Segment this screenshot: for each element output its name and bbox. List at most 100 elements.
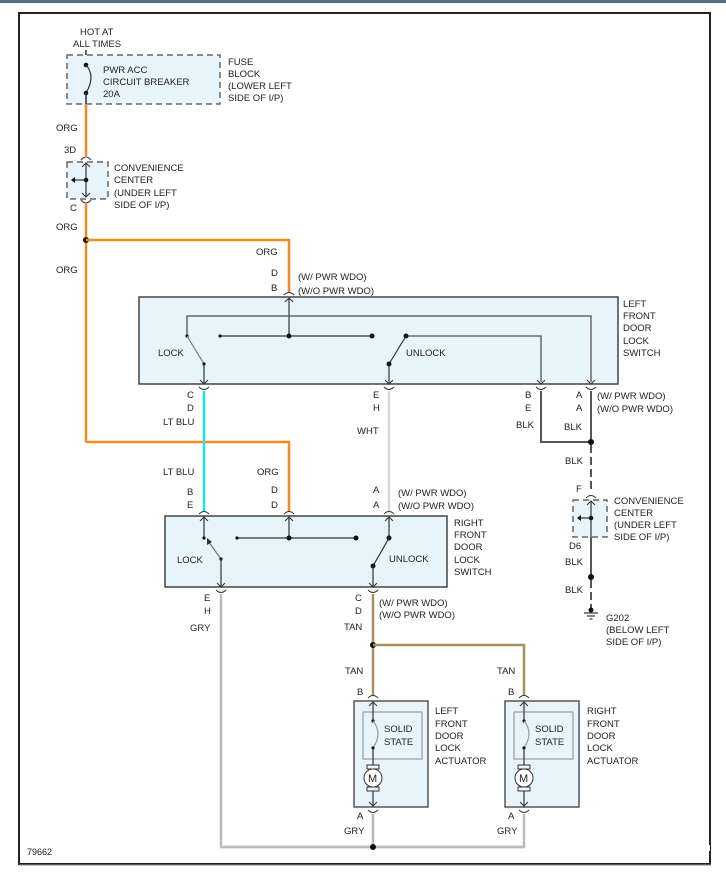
conv-bottom-name-1: CONVENIENCE (614, 496, 684, 507)
fuse-inner-1: PWR ACC (103, 65, 147, 76)
ground-label-1: G202 (606, 613, 629, 624)
ra-pin-bottom: A (508, 811, 515, 822)
wire-label-blk-1: BLK (516, 420, 535, 431)
la-name-1: LEFT (435, 706, 458, 717)
connector-rs-unlock-out (367, 589, 379, 593)
wire-org-to-right-switch (86, 440, 291, 512)
conv-bottom-name-3: (UNDER LEFT (614, 520, 677, 531)
la-solid-state-icon (372, 720, 379, 749)
ls-gnd2-pin-2: A (576, 403, 583, 414)
fuse-outer-4: SIDE OF I/P) (228, 93, 283, 104)
rs-unlock-out-note-2: (W/O PWR WDO) (379, 610, 455, 621)
wire-label-tan-3: TAN (497, 666, 515, 677)
connector-ra-top (518, 695, 530, 699)
wire-blk-gnd1 (540, 391, 591, 443)
rs-unlock-in-arrow-icon (384, 516, 394, 522)
ls-gnd2-note-1: (W/ PWR WDO) (597, 391, 666, 402)
ls-name-3: DOOR (623, 323, 652, 334)
la-inner-1: SOLID (384, 724, 413, 735)
connector-ls-gnd2 (585, 386, 597, 390)
rs-unlock-out-pin-2: D (355, 606, 362, 617)
ls-lock-arrow-icon (199, 379, 209, 385)
connector-rs-lock-out (215, 589, 227, 593)
conv-bottom-pin-in: F (576, 484, 582, 495)
conv-bottom-branch-arrow-icon (577, 515, 581, 521)
fuse-outer-3: (LOWER LEFT (228, 81, 292, 92)
la-name-4: LOCK (435, 743, 462, 754)
la-name-2: FRONT (435, 719, 468, 730)
ra-inner-2: STATE (535, 737, 564, 748)
rs-lock-contact (202, 536, 206, 540)
rs-lock-in-pin-1: B (187, 487, 193, 498)
wire-label-wht: WHT (357, 426, 379, 437)
left-front-door-lock-switch (138, 296, 619, 385)
rs-unlock-label: UNLOCK (389, 554, 429, 565)
rs-unlock-contact (353, 535, 359, 541)
rs-pwr-arrow-icon (284, 516, 294, 522)
wire-gry-bus (221, 814, 526, 849)
conv-top-arrow-down-icon (81, 192, 91, 198)
conv-bottom-pin-out: D6 (569, 541, 581, 552)
la-name-3: DOOR (435, 731, 464, 742)
ls-unlock-pin-2: H (373, 403, 380, 414)
ls-lock-label: LOCK (158, 348, 185, 359)
wire-label-blk-3: BLK (565, 456, 584, 467)
diagram-id: 79662 (27, 847, 52, 857)
rs-bus-splice (286, 535, 292, 541)
ls-lock-pin-1: C (187, 390, 194, 401)
wire-label-blk-4: BLK (565, 557, 584, 568)
rs-unlock-out-note-1: (W/ PWR WDO) (379, 598, 448, 609)
ra-solid-state-icon (523, 720, 530, 749)
ls-unlock-blade (388, 335, 407, 365)
splice-blk (588, 439, 594, 445)
ra-solid-state-module (513, 711, 574, 760)
fuse-block (66, 54, 221, 105)
ra-name-3: DOOR (587, 731, 616, 742)
rs-name-2: FRONT (454, 530, 487, 541)
ls-lock-ground-trace (186, 315, 592, 382)
rs-unlock-out-pin-1: C (355, 593, 362, 604)
connector-la-bottom (367, 809, 379, 813)
rs-pwr-pin-2: D (271, 500, 278, 511)
ground-label-3: SIDE OF I/P) (606, 637, 661, 648)
wire-label-tan-2: TAN (345, 666, 363, 677)
ls-name-5: SWITCH (623, 348, 661, 359)
ls-unlock-ground-trace (406, 335, 542, 382)
rs-name-3: DOOR (454, 542, 483, 553)
wire-label-gry-2: GRY (344, 826, 365, 837)
wire-label-org-3: ORG (56, 265, 78, 276)
hot-at-all-times-label-1: HOT AT (80, 27, 114, 38)
ra-arrow-down-icon (519, 801, 529, 807)
rs-unlock-in-pin-1: A (373, 485, 380, 496)
connector-rs-unlock-in (383, 511, 395, 515)
ls-arrow-up-icon (284, 297, 294, 303)
ra-name-2: FRONT (587, 719, 620, 730)
la-name-5: ACTUATOR (435, 756, 487, 767)
connector-la-top (367, 695, 379, 699)
window-top-bar (0, 0, 726, 3)
conv-bottom-arrow-up-icon (586, 500, 596, 506)
rs-unlock-blade (372, 537, 390, 567)
rs-lock-label: LOCK (177, 555, 204, 566)
connector-ls-lock (198, 386, 210, 390)
wire-label-tan-1: TAN (344, 622, 362, 633)
wire-org-to-left-switch (86, 238, 291, 293)
wire-label-blk-2: BLK (564, 422, 583, 433)
left-switch-top-note-1: (W/ PWR WDO) (298, 272, 367, 283)
ls-gnd1-pin-1: B (525, 390, 531, 401)
ls-lock-blade (186, 335, 205, 365)
ls-bus-splice (286, 333, 292, 339)
rs-unlock-in-pin-2: A (373, 500, 380, 511)
ra-motor-icon (514, 764, 534, 792)
ls-gnd1-arrow-icon (536, 379, 546, 385)
conv-bottom-name-4: SIDE OF I/P) (614, 532, 669, 543)
rs-lock-in-arrow-icon (199, 516, 209, 522)
ls-gnd2-pin-1: A (576, 390, 583, 401)
connector-ra-bottom (518, 809, 530, 813)
rs-lock-out-pin-2: H (204, 606, 211, 617)
rs-name-4: LOCK (454, 555, 481, 566)
ls-unlock-contact (369, 333, 375, 339)
ra-name-4: LOCK (587, 743, 614, 754)
ls-name-4: LOCK (623, 336, 650, 347)
ls-gnd1-pin-2: E (525, 403, 531, 414)
